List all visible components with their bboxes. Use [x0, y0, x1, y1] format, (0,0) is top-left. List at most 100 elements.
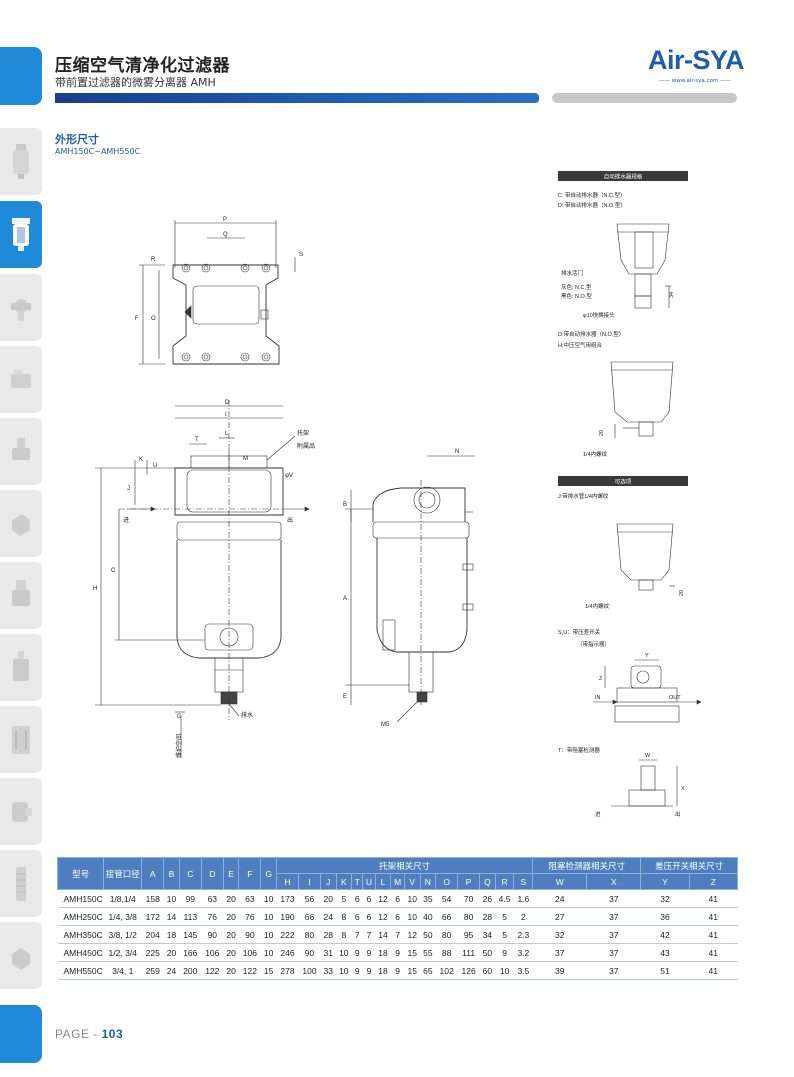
dim-b: B — [343, 502, 347, 508]
cell-value: 90 — [201, 925, 224, 944]
th-sub-col: N — [419, 873, 437, 890]
dim-a: A — [343, 596, 347, 602]
cell-value: 3.2 — [513, 943, 533, 962]
cell-value: 172 — [141, 907, 164, 926]
th-e: E — [222, 857, 240, 890]
front-view: D I T L 进 出 H C J K U — [93, 400, 315, 758]
cell-value: 40 — [420, 907, 436, 926]
option-su: S,U：带压差开关 — [558, 628, 601, 636]
label-in: 进 — [123, 516, 129, 524]
cell-value: 31 — [320, 943, 337, 962]
th-b: B — [163, 857, 180, 890]
cell-value: 204 — [141, 925, 164, 944]
cell-value: 28 — [320, 925, 337, 944]
gauge-icon — [12, 725, 30, 754]
dim-o: O — [151, 316, 156, 322]
sidebar-item-regulator-2[interactable] — [0, 418, 42, 485]
dim-20-a: 20 — [599, 430, 605, 436]
option-t: T：带阻塞检测器 — [558, 746, 600, 754]
sidebar-item-filter[interactable] — [0, 128, 42, 195]
cell-value: 10 — [495, 961, 514, 980]
th-sub-col: W — [532, 873, 588, 890]
cell-value: 111 — [457, 943, 480, 962]
cell-value: 122 — [201, 961, 224, 980]
auto-drain-c: C: 带自动排水器（N.C.型） — [558, 191, 626, 199]
cell-model: AMH250C — [57, 907, 104, 926]
dim-z: Z — [599, 676, 603, 682]
cell-value: 6 — [390, 907, 405, 926]
label-grey: 灰色: N.C.型 — [561, 283, 592, 291]
th-sub-col: K — [335, 873, 353, 890]
cell-value: 9 — [351, 943, 363, 962]
cell-value: 55 — [420, 943, 436, 962]
label-thread-b: 1/4内螺纹 — [585, 602, 610, 610]
label-out: 出 — [287, 516, 293, 524]
cell-value: 7 — [390, 925, 405, 944]
th-sub-col: J — [319, 873, 337, 890]
sidebar-item-regulator[interactable] — [0, 274, 42, 341]
cell-value: 12 — [404, 925, 421, 944]
cell-value: 15 — [404, 943, 421, 962]
cell-value: 10 — [336, 961, 352, 980]
sidebar-item-gauge[interactable] — [0, 706, 42, 773]
cell-value: 37 — [586, 943, 641, 962]
cell-value: 50 — [479, 943, 496, 962]
th-port: 接管口径 — [103, 857, 143, 890]
cell-value: 173 — [276, 889, 299, 908]
section-title: 外形尺寸 — [55, 133, 99, 146]
cell-value: 63 — [201, 889, 224, 908]
label-out-en: OUT — [669, 695, 681, 701]
cell-value: 166 — [179, 943, 202, 962]
cell-port: 1/2, 3/4 — [103, 943, 142, 962]
cell-value: 15 — [260, 961, 277, 980]
sidebar-item-solenoid[interactable] — [0, 490, 42, 557]
cell-value: 145 — [179, 925, 202, 944]
sidebar-item-muffler[interactable] — [0, 850, 42, 917]
cell-value: 113 — [179, 907, 202, 926]
cell-value: 122 — [238, 961, 261, 980]
cell-value: 18 — [163, 925, 180, 944]
cell-value: 37 — [532, 943, 587, 962]
sidebar-item-mist-separator[interactable] — [0, 201, 42, 268]
fitting-icon — [13, 650, 29, 681]
connector-icon — [12, 947, 30, 970]
cell-model: AMH550C — [57, 961, 104, 980]
sidebar-item-valve[interactable] — [0, 346, 42, 413]
sidebar-item-cylinder[interactable] — [0, 778, 42, 845]
cell-value: 80 — [457, 907, 480, 926]
sidebar-item-lubricator[interactable] — [0, 562, 42, 629]
dim-i: I — [225, 412, 227, 418]
label-out-cn: 出 — [675, 810, 681, 818]
cell-value: 20 — [223, 889, 239, 908]
label-maint: 维护空间 — [175, 734, 183, 758]
cell-value: 32 — [532, 925, 587, 944]
cell-value: 36 — [640, 907, 690, 926]
cell-value: 5 — [336, 889, 352, 908]
cell-value: 10 — [260, 907, 277, 926]
cell-value: 24 — [163, 961, 180, 980]
dim-p: P — [223, 217, 227, 223]
cell-value: 9 — [495, 943, 514, 962]
sidebar-item-fitting[interactable] — [0, 634, 42, 701]
cell-value: 9 — [390, 961, 405, 980]
cell-value: 222 — [276, 925, 299, 944]
cell-value: 37 — [586, 907, 641, 926]
cell-port: 1/4, 3/8 — [103, 907, 142, 926]
th-sub-col: V — [403, 873, 421, 890]
th-sub-col: Y — [640, 873, 690, 890]
sidebar-item-connector[interactable] — [0, 922, 42, 989]
cell-value: 12 — [375, 907, 391, 926]
cell-value: 37 — [586, 961, 641, 980]
cell-value: 95 — [457, 925, 480, 944]
cell-value: 41 — [689, 925, 738, 944]
cell-value: 70 — [457, 889, 480, 908]
cell-value: 6 — [390, 889, 405, 908]
cell-value: 41 — [689, 943, 738, 962]
cell-value: 88 — [435, 943, 458, 962]
cell-value: 18 — [375, 943, 391, 962]
dim-t: T — [195, 437, 199, 443]
filter-icon — [13, 143, 29, 179]
cell-value: 42 — [640, 925, 690, 944]
